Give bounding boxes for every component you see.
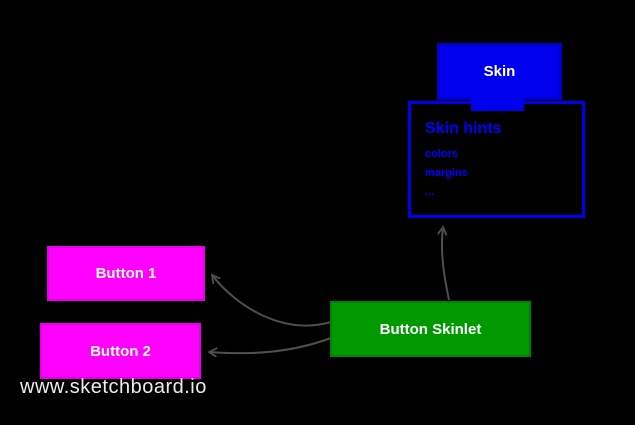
node-skin[interactable]: Skin: [437, 43, 562, 100]
node-button-skinlet-label: Button Skinlet: [379, 320, 482, 338]
node-button-1[interactable]: Button 1: [47, 246, 205, 301]
skin-hints-item-margins: margins: [425, 167, 468, 179]
edge-skinlet-to-button2[interactable]: [209, 337, 332, 353]
node-skin-hints[interactable]: Skin hints colors margins ...: [408, 101, 585, 218]
node-button-2-label: Button 2: [90, 342, 151, 360]
skin-hints-item-ellipsis: ...: [425, 186, 435, 198]
skin-hints-title: Skin hints: [425, 120, 502, 137]
sketchboard-watermark: www.sketchboard.io: [20, 376, 207, 398]
edge-skinlet-to-button1[interactable]: [212, 275, 332, 327]
node-button-2[interactable]: Button 2: [40, 323, 201, 379]
node-skin-connector-tab: [471, 97, 524, 111]
skin-hints-item-colors: colors: [425, 148, 459, 160]
node-button-1-label: Button 1: [95, 265, 157, 282]
node-button-skinlet[interactable]: Button Skinlet: [330, 301, 531, 357]
edge-skinlet-to-skin-hints[interactable]: [442, 227, 450, 301]
node-skin-label: Skin: [483, 63, 516, 80]
